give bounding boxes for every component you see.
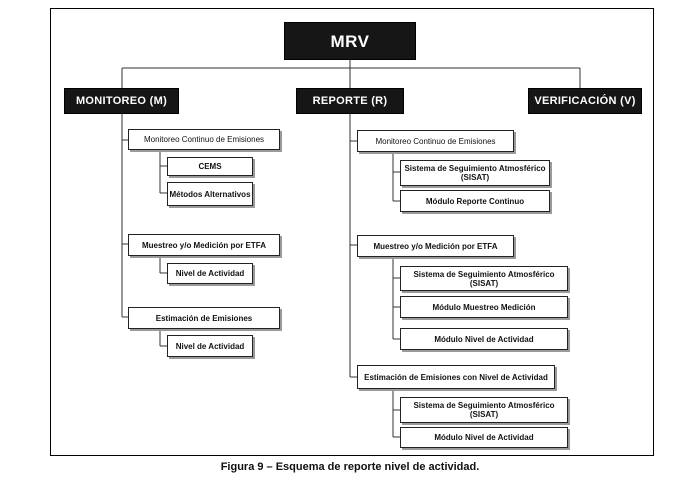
- connector-r-muestreo: [392, 257, 400, 340]
- m-continuo-box: Monitoreo Continuo de Emisiones: [128, 129, 280, 150]
- mrv-root-box: MRV: [284, 22, 416, 60]
- verificacion-category-box: VERIFICACIÓN (V): [528, 88, 642, 114]
- r-estimacion-sisat-box: Sistema de Seguimiento Atmosférico (SISA…: [400, 397, 568, 423]
- figure-caption: Figura 9 – Esquema de reporte nivel de a…: [220, 461, 480, 473]
- connector-m-muestreo: [159, 256, 167, 274]
- reporte-category-box: REPORTE (R): [296, 88, 404, 114]
- m-cems-box: CEMS: [167, 157, 253, 176]
- r-muestreo-box: Muestreo y/o Medición por ETFA: [357, 235, 514, 257]
- r-estimacion-box: Estimación de Emisiones con Nivel de Act…: [357, 365, 555, 389]
- connector-root: [121, 60, 581, 88]
- r-modulo-muestreo-medicion-box: Módulo Muestreo Medición: [400, 296, 568, 318]
- connector-monitoreo: [121, 114, 128, 318]
- connector-r-continuo: [392, 152, 400, 202]
- m-muestreo-nivel-actividad-box: Nivel de Actividad: [167, 263, 253, 284]
- monitoreo-category-box: MONITOREO (M): [64, 88, 179, 114]
- m-estimacion-box: Estimación de Emisiones: [128, 307, 280, 329]
- connector-m-continuo: [159, 150, 167, 194]
- m-metodos-alternativos-box: Métodos Alternativos: [167, 182, 253, 206]
- m-estimacion-nivel-actividad-box: Nivel de Actividad: [167, 335, 253, 357]
- r-muestreo-sisat-box: Sistema de Seguimiento Atmosférico (SISA…: [400, 266, 568, 291]
- m-muestreo-box: Muestreo y/o Medición por ETFA: [128, 234, 280, 256]
- connector-r-estimacion: [392, 389, 400, 438]
- r-continuo-box: Monitoreo Continuo de Emisiones: [357, 130, 514, 152]
- r-muestreo-modulo-nivel-actividad-box: Módulo Nivel de Actividad: [400, 328, 568, 350]
- r-estimacion-modulo-nivel-actividad-box: Módulo Nivel de Actividad: [400, 427, 568, 448]
- r-modulo-reporte-continuo-box: Módulo Reporte Continuo: [400, 190, 550, 212]
- r-continuo-sisat-box: Sistema de Seguimiento Atmosférico (SISA…: [400, 160, 550, 186]
- connector-reporte: [349, 114, 357, 378]
- connector-m-estimacion: [159, 329, 167, 347]
